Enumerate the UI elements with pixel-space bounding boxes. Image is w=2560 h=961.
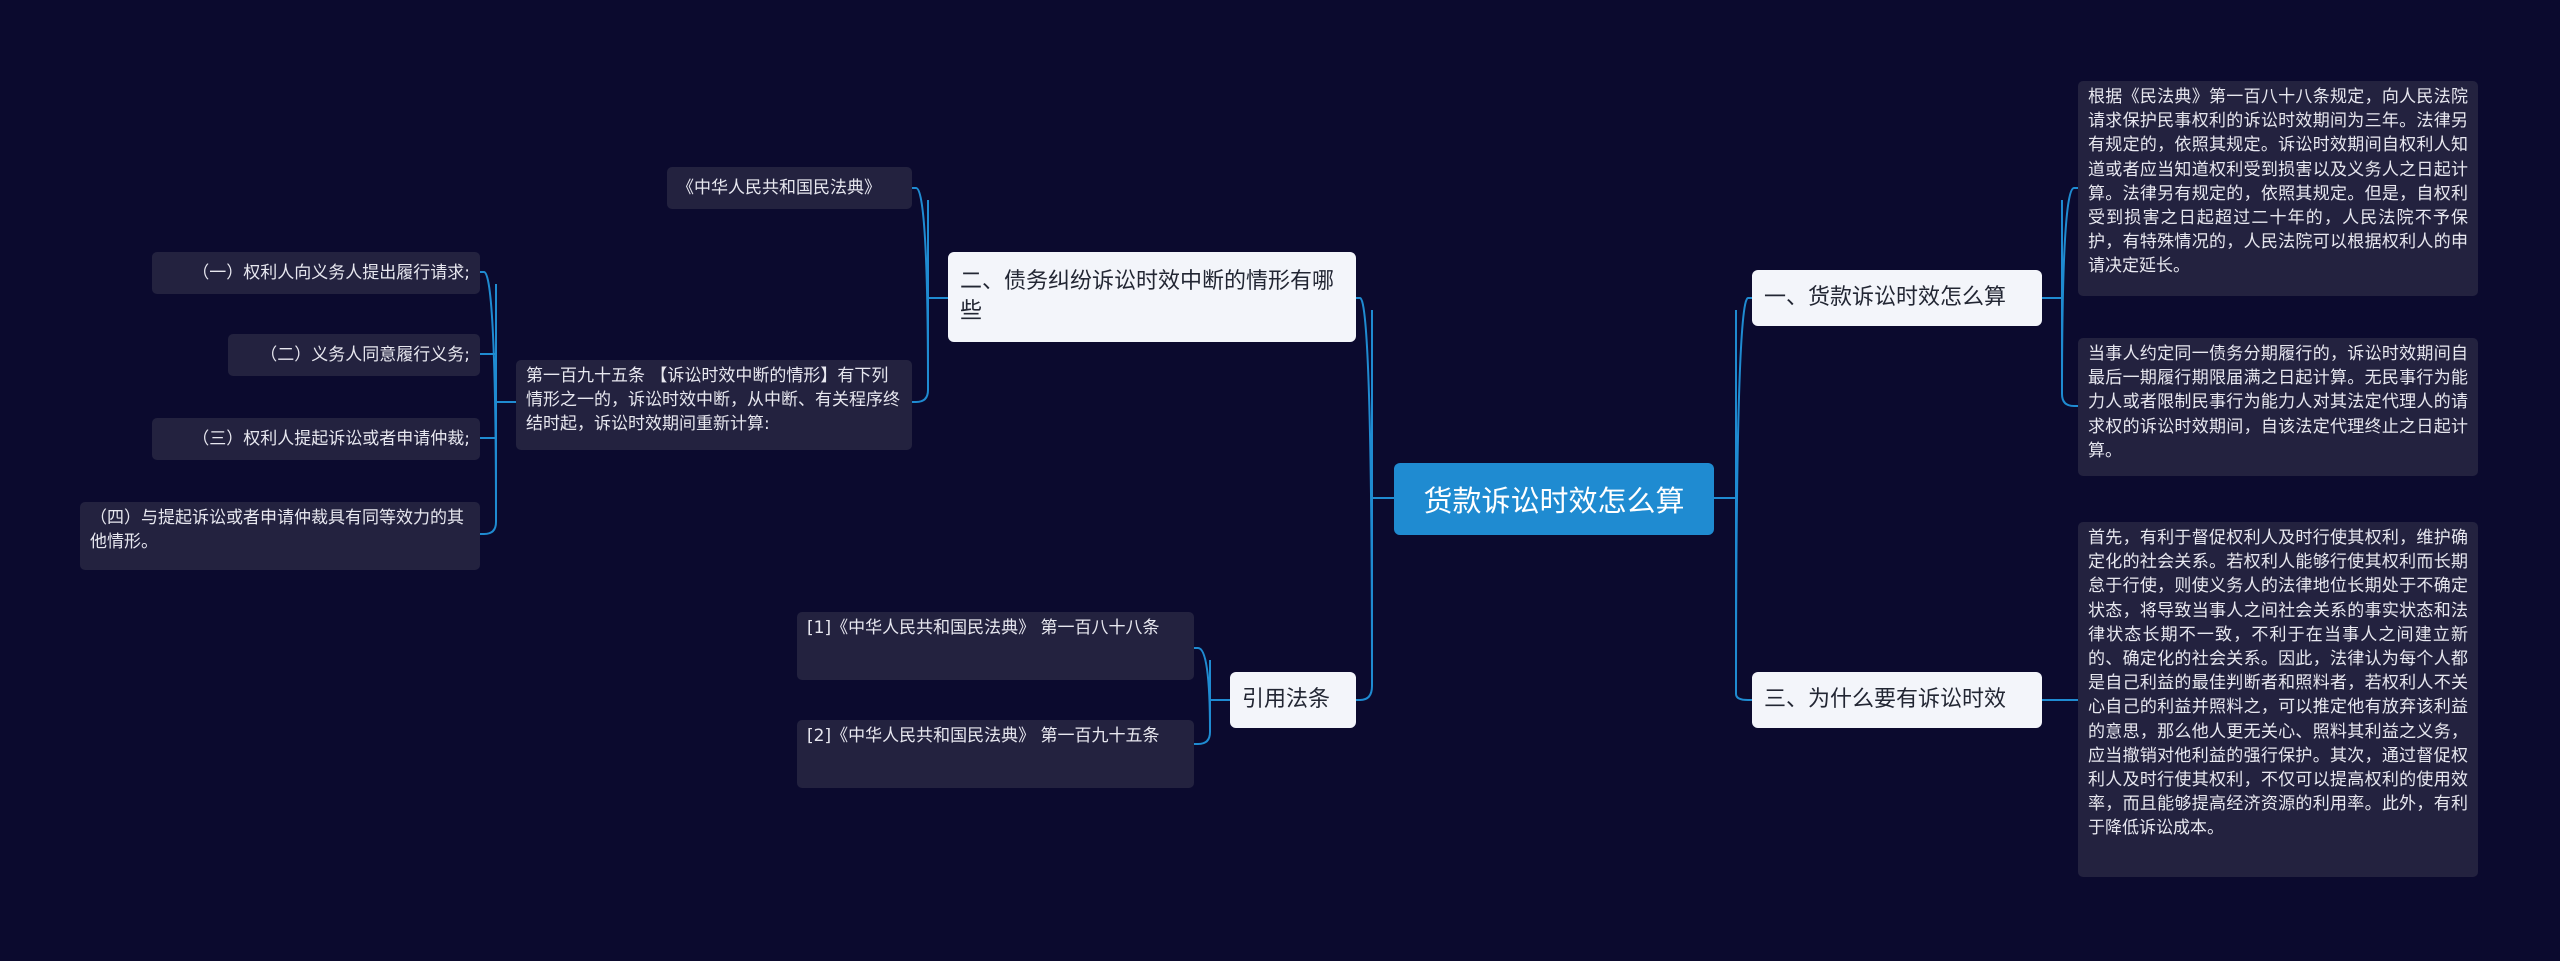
connector-root-right (1714, 297, 1752, 701)
branch-calculation[interactable]: 一、货款诉讼时效怎么算 (1752, 270, 2042, 326)
leaf-interruption-4: （四）与提起诉讼或者申请仲裁具有同等效力的其他情形。 (80, 502, 480, 570)
leaf-article-195: 第一百九十五条 【诉讼时效中断的情形】有下列情形之一的，诉讼时效中断，从中断、有… (516, 360, 912, 450)
connector-root-left (1356, 297, 1394, 701)
branch-citations[interactable]: 引用法条 (1230, 672, 1356, 728)
branch-interruption-cases[interactable]: 二、债务纠纷诉讼时效中断的情形有哪些 (948, 252, 1356, 342)
leaf-citation-1[interactable]: [1]《中华人民共和国民法典》 第一百八十八条 (797, 612, 1194, 680)
leaf-why-reasons: 首先，有利于督促权利人及时行使其权利，维护确定化的社会关系。若权利人能够行使其权… (2078, 522, 2478, 877)
branch-why-limitation[interactable]: 三、为什么要有诉讼时效 (1752, 672, 2042, 728)
leaf-interruption-3: （三）权利人提起诉讼或者申请仲裁; (152, 418, 480, 460)
connector-branch1 (2042, 187, 2078, 407)
connector-branch2 (912, 187, 948, 403)
leaf-civil-code-title: 《中华人民共和国民法典》 (667, 167, 912, 209)
leaf-installment-debt: 当事人约定同一债务分期履行的，诉讼时效期间自最后一期履行期限届满之日起计算。无民… (2078, 338, 2478, 476)
leaf-citation-2[interactable]: [2]《中华人民共和国民法典》 第一百九十五条 (797, 720, 1194, 788)
connector-article195 (480, 271, 516, 535)
leaf-civil-code-188: 根据《民法典》第一百八十八条规定，向人民法院请求保护民事权利的诉讼时效期间为三年… (2078, 81, 2478, 296)
connector-citations (1194, 647, 1230, 745)
leaf-interruption-2: （二）义务人同意履行义务; (228, 334, 480, 376)
root-topic[interactable]: 货款诉讼时效怎么算 (1394, 463, 1714, 535)
leaf-interruption-1: （一）权利人向义务人提出履行请求; (152, 252, 480, 294)
